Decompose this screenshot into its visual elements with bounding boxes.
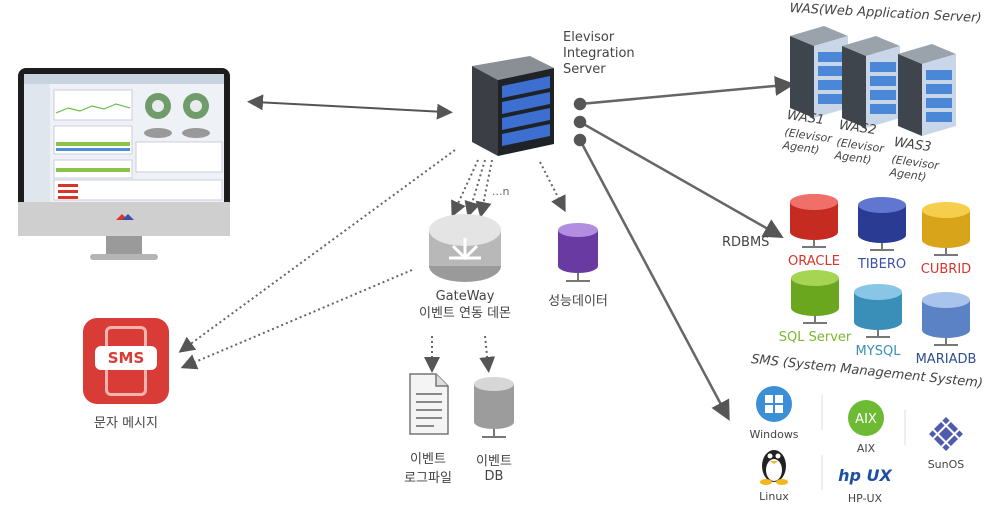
gateway-db-dotted	[479, 335, 496, 373]
event-log-line2: 로그파일	[404, 471, 452, 486]
was3-label: WAS3 (Elevisor Agent)	[889, 135, 942, 185]
gateway-label-line2: 이벤트 연동 데몬	[419, 306, 511, 321]
server-was-link	[573, 75, 795, 111]
aix-label: AIX	[856, 442, 876, 455]
was2-label: WAS2 (Elevisor Agent)	[834, 118, 887, 168]
was-servers-icon	[788, 22, 993, 144]
rdbms-label: RDBMS	[722, 235, 770, 250]
sms-message: SMS 문자 메시지	[78, 318, 174, 431]
oracle-label: ORACLE	[788, 254, 840, 269]
server-rdbms-link	[573, 115, 784, 238]
cubrid-label: CUBRID	[920, 262, 972, 277]
svg-text:AIX: AIX	[855, 412, 877, 427]
mysql-db-icon	[854, 284, 902, 338]
server-label-line3: Server	[563, 62, 606, 77]
server-sms-system-link	[573, 133, 730, 421]
db-sqlserver: SQL Server	[775, 268, 855, 345]
monitor-screen	[18, 68, 230, 268]
server-gateway-dotted-2	[464, 159, 486, 218]
gateway-label: GateWay 이벤트 연동 데몬	[400, 288, 530, 322]
sqlserver-label: SQL Server	[778, 330, 852, 345]
was1-label: WAS1 (Elevisor Agent)	[782, 108, 835, 158]
db-cubrid: CUBRID	[914, 200, 978, 277]
integration-server-icon	[462, 52, 562, 158]
perf-db-icon	[558, 223, 598, 282]
mariadb-label: MARIADB	[915, 352, 977, 367]
event-db-icon	[474, 377, 514, 438]
hpux-logo-icon: hp UX	[838, 466, 892, 485]
cubrid-db-icon	[922, 202, 970, 256]
oracle-db-icon	[790, 194, 838, 248]
sms-icon-text: SMS	[95, 346, 157, 370]
hpux-label: HP-UX	[847, 492, 883, 505]
windows-icon	[756, 386, 792, 422]
event-db: 이벤트 DB	[458, 374, 530, 484]
event-db-line1: 이벤트	[476, 454, 512, 469]
sunos-icon	[929, 417, 963, 451]
server-label-line1: Elevisor	[563, 30, 615, 45]
server-gateway-dotted-3	[475, 159, 493, 218]
server-label: Elevisor Integration Server	[563, 30, 635, 78]
perf-data: 성능데이터	[540, 218, 616, 309]
monitor-server-link	[247, 94, 453, 120]
db-oracle: ORACLE	[782, 192, 846, 269]
sqlserver-db-icon	[791, 270, 839, 324]
sms-message-label: 문자 메시지	[94, 416, 158, 431]
db-mariadb: MARIADB	[914, 290, 978, 367]
linux-label: Linux	[759, 490, 789, 503]
event-log-line1: 이벤트	[410, 452, 446, 467]
tibero-label: TIBERO	[857, 257, 907, 272]
gateway-n-label: ...n	[492, 185, 510, 198]
os-linux: Linux	[742, 442, 806, 503]
tibero-db-icon	[858, 197, 906, 251]
db-tibero: TIBERO	[850, 195, 914, 272]
sms-app-icon: SMS	[83, 318, 169, 404]
os-hpux: hp UX HP-UX	[833, 464, 897, 505]
os-sunos: SunOS	[914, 414, 978, 471]
gateway-sms-dotted	[180, 269, 413, 370]
sunos-label: SunOS	[927, 458, 965, 471]
db-mysql: MYSQL	[846, 282, 910, 359]
mariadb-db-icon	[922, 292, 970, 346]
aix-icon: AIX	[848, 400, 884, 436]
server-perf-dotted	[539, 161, 566, 213]
perf-data-label: 성능데이터	[548, 294, 608, 309]
gateway-router-icon	[425, 212, 505, 286]
os-windows: Windows	[742, 384, 806, 441]
document-icon	[409, 373, 449, 435]
mysql-label: MYSQL	[855, 344, 901, 359]
server-sms-dotted	[178, 149, 456, 353]
server-gateway-dotted-1	[451, 159, 479, 218]
server-label-line2: Integration	[563, 46, 635, 61]
linux-tux-icon	[760, 450, 788, 485]
gateway-label-line1: GateWay	[435, 289, 495, 304]
windows-label: Windows	[749, 428, 799, 441]
os-aix: AIX AIX	[834, 398, 898, 455]
event-log: 이벤트 로그파일	[388, 372, 468, 486]
event-db-line2: DB	[484, 469, 504, 484]
